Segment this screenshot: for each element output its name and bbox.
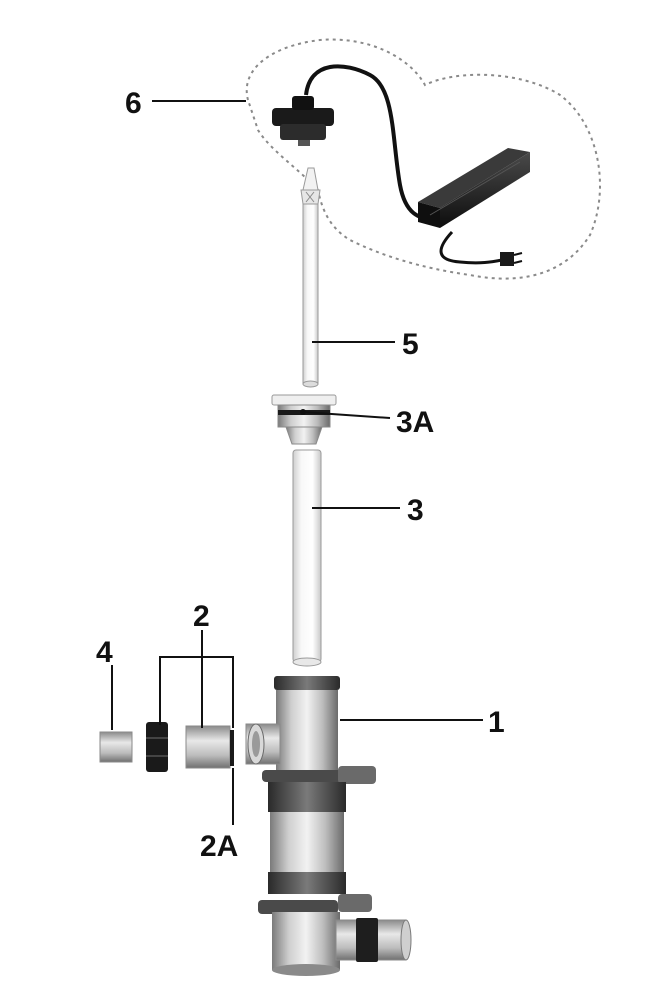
part-2a-o-ring bbox=[230, 730, 234, 766]
callout-5: 5 bbox=[402, 328, 419, 361]
lamp-connector-cap bbox=[272, 96, 334, 146]
callout-3: 3 bbox=[407, 494, 424, 527]
callout-4: 4 bbox=[96, 636, 113, 669]
callout-3a: 3A bbox=[396, 406, 434, 439]
callout-2: 2 bbox=[193, 600, 210, 633]
part-3a-sleeve-nut bbox=[271, 394, 337, 445]
part-1-housing bbox=[245, 676, 412, 976]
leader-2-bracket bbox=[159, 630, 234, 728]
part-6-boundary-outline bbox=[245, 38, 601, 280]
callout-6: 6 bbox=[125, 87, 142, 120]
plug-cord bbox=[439, 230, 503, 265]
part-6-power-unit bbox=[245, 38, 601, 280]
part-4-end-cap bbox=[99, 731, 133, 763]
leader-3a bbox=[302, 411, 391, 419]
callout-1: 1 bbox=[488, 706, 505, 739]
part-5-uv-lamp bbox=[300, 167, 321, 388]
callout-2a: 2A bbox=[200, 830, 238, 863]
part-3-quartz-sleeve bbox=[292, 449, 322, 667]
wall-plug bbox=[500, 252, 523, 266]
part-2-union-fitting bbox=[146, 722, 231, 772]
power-cord bbox=[304, 64, 441, 221]
ballast-box bbox=[418, 148, 530, 228]
